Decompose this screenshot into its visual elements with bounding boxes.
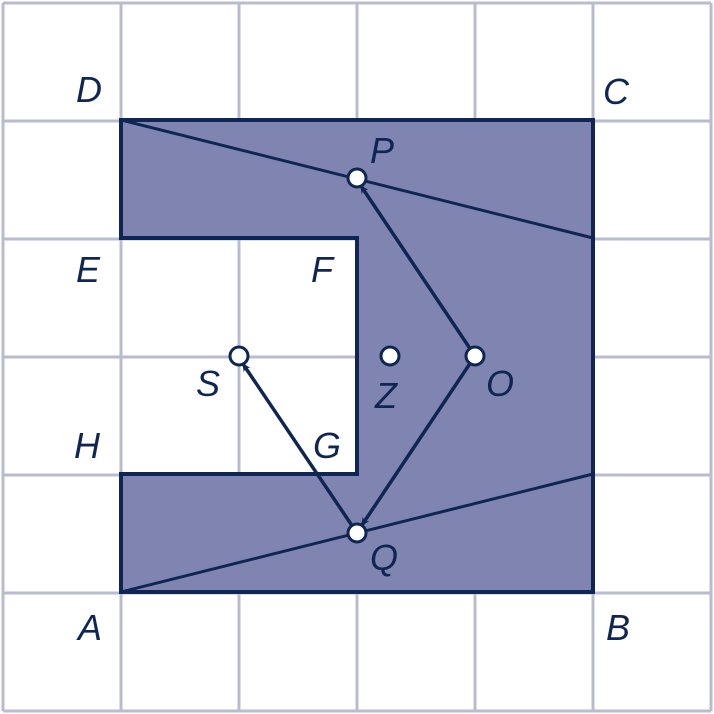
label-d: D [76, 69, 102, 110]
label-c: C [603, 71, 630, 112]
label-o: O [486, 363, 514, 404]
arrow-o-to-q [360, 355, 477, 526]
label-h: H [74, 425, 101, 466]
label-p: P [370, 130, 394, 171]
label-a: A [76, 607, 102, 648]
shaded-region [119, 118, 595, 594]
label-s: S [196, 363, 220, 404]
point-s [228, 345, 250, 367]
label-g: G [313, 425, 341, 466]
label-z: Z [374, 375, 398, 416]
point-q [346, 522, 368, 544]
label-q: Q [370, 537, 398, 578]
point-z [379, 345, 401, 367]
label-e: E [76, 249, 101, 290]
arrow-o-to-p [359, 185, 477, 357]
point-p [346, 167, 368, 189]
arrow-q-to-s [241, 363, 359, 534]
label-b: B [606, 607, 630, 648]
label-f: F [311, 249, 335, 290]
point-o [464, 345, 486, 367]
